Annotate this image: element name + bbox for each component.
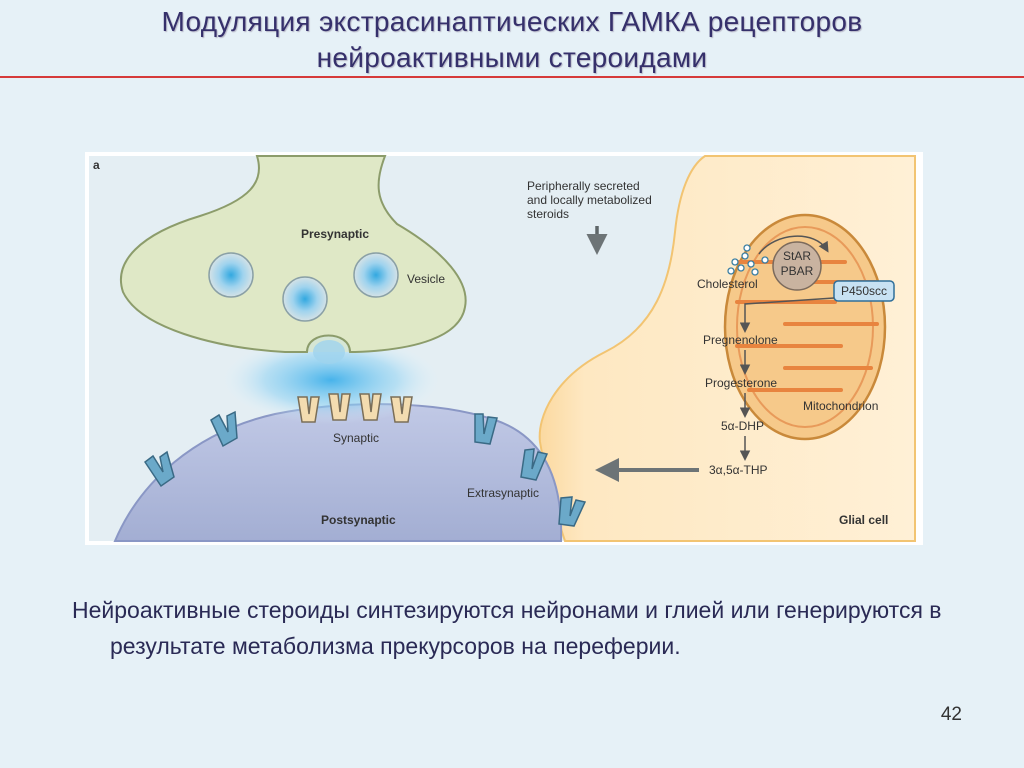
glial-cell-label: Glial cell [839,513,888,527]
star-pbar-transporter [772,241,822,291]
synaptic-receptor [390,396,413,423]
cholesterol-transport-arrow [758,235,829,255]
synaptic-receptors [297,393,413,423]
p450scc-label: P450scc [841,284,887,298]
cholesterol-molecules [727,244,769,276]
synaptic-receptor [359,393,382,421]
page-number: 42 [940,704,962,725]
extrasynaptic-label: Extrasynaptic [467,486,539,500]
presynaptic-label: Presynaptic [301,227,369,241]
cholesterol-label: Cholesterol [697,277,758,291]
synapse-figure: StAR PBAR P450scc Cholesterol Pregnenolo… [85,152,923,545]
gaba-release-cloud [221,336,441,424]
vesicle [208,252,254,298]
pathway-step: 3α,5α-THP [709,463,768,477]
pbar-label: PBAR [781,264,814,278]
extrasynaptic-receptor [143,450,175,488]
peripheral-note-line-1: Peripherally secreted [527,179,640,193]
pathway-step: Pregnenolone [703,333,778,347]
postsynaptic-label: Postsynaptic [321,513,396,527]
panel-label: a [93,158,100,172]
pathway-step: 5α-DHP [721,419,764,433]
mitochondrion-inner-membrane [736,226,874,428]
synapse-diagram: StAR PBAR P450scc Cholesterol Pregnenolo… [89,155,916,542]
slide-title-line-1: Модуляция экстрасинаптических ГАМКА реце… [161,6,863,37]
extrasynaptic-receptor [474,413,498,445]
p450scc-enzyme [833,280,895,302]
extrasynaptic-receptors [143,410,587,527]
vesicle [353,252,399,298]
fusing-vesicle-content [313,340,345,364]
mitochondrion [723,213,887,441]
peripheral-note-line-3: steroids [527,207,569,221]
synaptic-receptor [328,393,351,421]
extrasynaptic-receptor [558,496,587,527]
slide-title-line-2: нейроактивными стероидами [316,42,708,73]
extrasynaptic-receptor [520,448,549,481]
title-divider [0,76,1024,78]
peripheral-note-line-2: and locally metabolized [527,193,652,207]
pathway-step: Progesterone [705,376,777,390]
vesicle [282,276,328,322]
pregnenolone-arrow [739,297,835,333]
mitochondrion-label: Mitochondrion [803,399,878,413]
star-label: StAR [783,249,811,263]
vesicle-label: Vesicle [407,272,445,286]
synaptic-label: Synaptic [333,431,379,445]
synaptic-receptor [297,396,320,423]
extrasynaptic-receptor [210,410,238,448]
slide-title: Модуляция экстрасинаптических ГАМКА реце… [0,4,1024,76]
body-paragraph: Нейроактивные стероиды синтезируются ней… [72,597,942,659]
